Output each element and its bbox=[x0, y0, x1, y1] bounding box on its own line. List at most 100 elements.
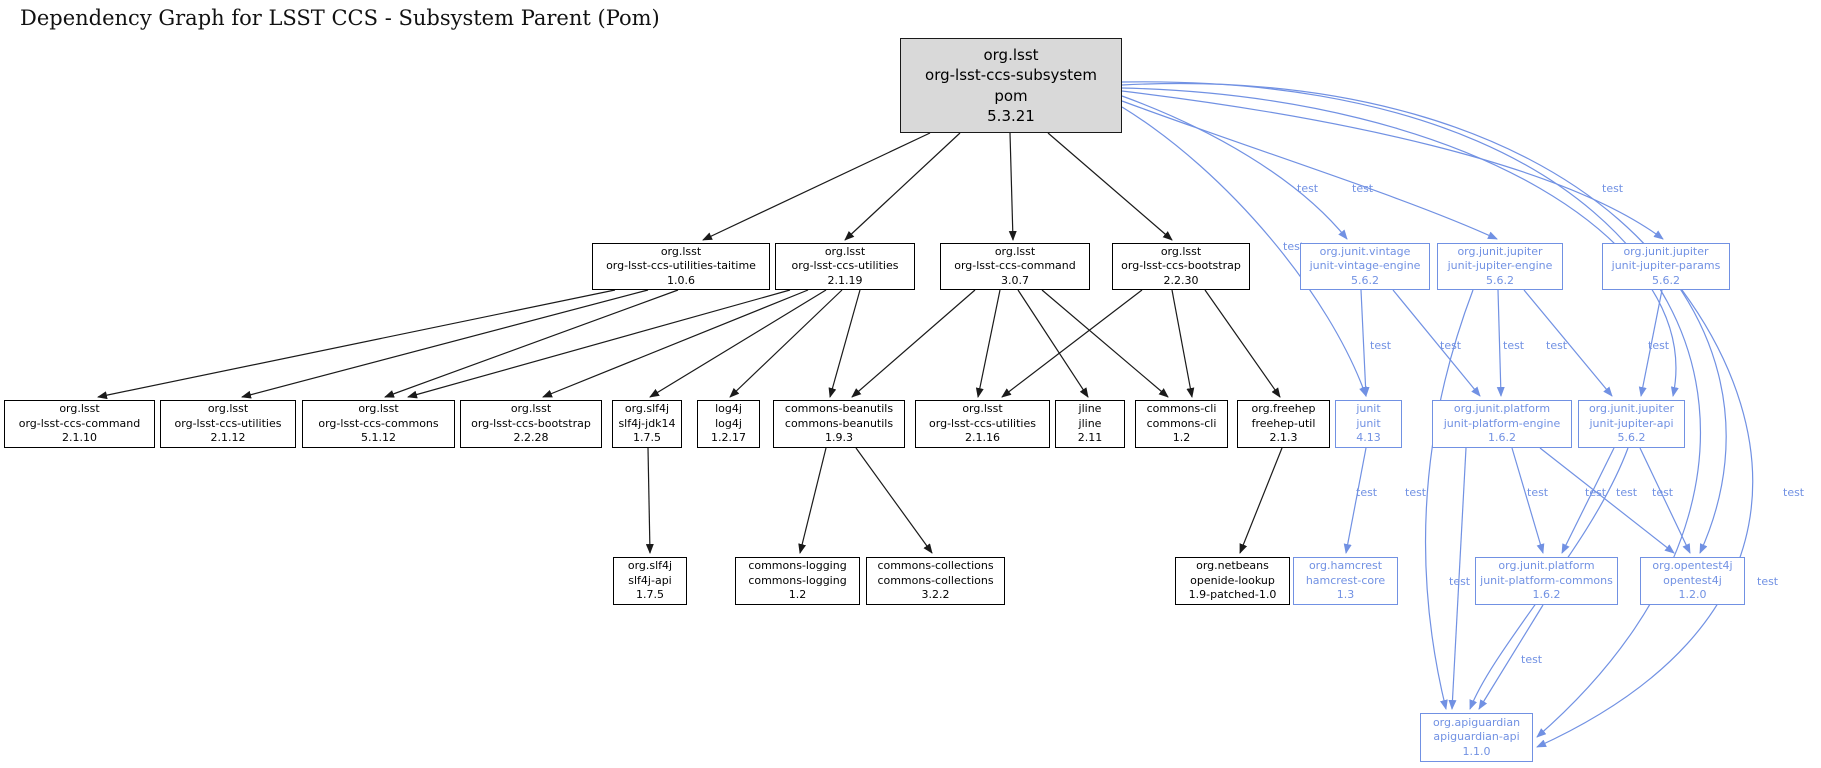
node-line: 1.2.0 bbox=[1678, 588, 1707, 602]
node-line: commons-collections bbox=[877, 573, 994, 587]
node-line: 1.1.0 bbox=[1462, 744, 1491, 758]
edge-label: test bbox=[1616, 486, 1638, 499]
node-line: 5.6.2 bbox=[1652, 273, 1680, 287]
edge-org-lsst-ccs-subsystem-to-org-lsst-ccs-bootstrap-2.2.30 bbox=[1047, 132, 1173, 241]
node-line: hamcrest-core bbox=[1305, 573, 1386, 587]
node-line: org-lsst-ccs-utilities bbox=[929, 416, 1036, 430]
edge-org-lsst-ccs-utilities-2.1.19-to-org-lsst-ccs-commons-5.1.12 bbox=[407, 289, 791, 399]
edge-label: test bbox=[1370, 339, 1392, 352]
node-line: slf4j-jdk14 bbox=[618, 416, 676, 430]
edge-junit-jupiter-api-to-junit-platform-commons bbox=[1561, 447, 1615, 554]
edge-label: test bbox=[1356, 486, 1378, 499]
edge-label: test bbox=[1648, 339, 1670, 352]
node-line: org.freehep bbox=[1251, 402, 1316, 416]
node-line: org.lsst bbox=[660, 244, 702, 258]
node-line: 2.11 bbox=[1077, 431, 1103, 445]
edge-commons-beanutils-to-commons-logging bbox=[798, 447, 827, 554]
node-line: junit bbox=[1356, 402, 1381, 416]
node-line: org-lsst-ccs-commons bbox=[318, 416, 439, 430]
node-line: commons-beanutils bbox=[784, 416, 894, 430]
node-line: opentest4j bbox=[1663, 573, 1722, 587]
edge-label: test bbox=[1440, 339, 1462, 352]
node-line: 1.6.2 bbox=[1488, 431, 1516, 445]
node-line: 2.1.16 bbox=[965, 431, 1000, 445]
node-line: org.junit.jupiter bbox=[1623, 244, 1709, 258]
node-line: pom bbox=[994, 86, 1028, 105]
edge-org-lsst-ccs-command-3.0.7-to-jline bbox=[1017, 289, 1089, 398]
node-line: org.apiguardian bbox=[1432, 715, 1521, 729]
node-line: commons-cli bbox=[1146, 402, 1217, 416]
node-line: 2.1.19 bbox=[827, 273, 863, 287]
node-line: 1.9-patched-1.0 bbox=[1188, 588, 1277, 602]
node-line: 5.6.2 bbox=[1617, 431, 1646, 445]
node-line: org.lsst bbox=[824, 244, 866, 258]
page-title: Dependency Graph for LSST CCS - Subsyste… bbox=[20, 6, 660, 30]
node-line: 3.0.7 bbox=[1001, 273, 1029, 287]
node-line: 5.6.2 bbox=[1351, 273, 1379, 287]
node-line: 1.6.2 bbox=[1532, 588, 1561, 602]
node-line: freehep-util bbox=[1251, 416, 1316, 430]
node-line: junit-vintage-engine bbox=[1309, 259, 1421, 273]
node-line: jline bbox=[1078, 416, 1102, 430]
edge-org-lsst-ccs-command-3.0.7-to-commons-cli bbox=[1041, 289, 1169, 398]
node-line: org.junit.platform bbox=[1498, 559, 1595, 573]
node-line: org-lsst-ccs-command bbox=[954, 259, 1076, 273]
edge-junit-platform-engine-to-junit-platform-commons bbox=[1511, 447, 1545, 554]
node-line: log4j bbox=[715, 416, 742, 430]
node-line: org-lsst-ccs-bootstrap bbox=[471, 416, 591, 430]
edge-org-lsst-ccs-subsystem-to-junit-vintage-engine bbox=[1121, 95, 1348, 240]
node-line: org-lsst-ccs-utilities bbox=[791, 259, 899, 273]
node-line: org.lsst bbox=[510, 402, 552, 416]
edge-org-lsst-ccs-subsystem-to-junit bbox=[1121, 106, 1367, 397]
node-line: log4j bbox=[715, 402, 742, 416]
node-line: org-lsst-ccs-command bbox=[18, 416, 141, 430]
node-line: 5.3.21 bbox=[987, 107, 1035, 125]
edge-org-lsst-ccs-utilities-2.1.19-to-commons-beanutils bbox=[828, 289, 861, 398]
edge-label: test bbox=[1297, 182, 1319, 195]
edge-org-lsst-ccs-utilities-taitime-to-org-lsst-ccs-command-2.1.10 bbox=[97, 289, 616, 400]
node-line: org.lsst bbox=[983, 45, 1039, 64]
node-line: 1.3 bbox=[1336, 588, 1355, 602]
edge-org-lsst-ccs-subsystem-to-junit-jupiter-engine bbox=[1121, 100, 1498, 240]
edge-junit-jupiter-engine-to-apiguardian-api bbox=[1424, 289, 1474, 710]
edge-junit-jupiter-params-to-apiguardian-api bbox=[1536, 289, 1754, 748]
edge-junit-platform-engine-to-opentest4j bbox=[1539, 447, 1675, 554]
edge-junit-jupiter-engine-to-junit-platform-engine bbox=[1496, 289, 1505, 397]
edge-label: test bbox=[1521, 653, 1543, 666]
edge-junit-to-hamcrest-core bbox=[1343, 447, 1367, 554]
edge-org-lsst-ccs-utilities-2.1.19-to-slf4j-jdk14 bbox=[649, 289, 827, 398]
node-line: org-lsst-ccs-subsystem bbox=[925, 66, 1097, 84]
edge-label: test bbox=[1757, 575, 1779, 588]
edge-org-lsst-ccs-subsystem-to-opentest4j bbox=[1121, 83, 1727, 554]
edge-label: test bbox=[1503, 339, 1525, 352]
node-line: 1.2.17 bbox=[711, 431, 746, 445]
node-line: org.junit.jupiter bbox=[1588, 402, 1675, 416]
node-line: 3.2.2 bbox=[921, 588, 950, 602]
edge-label: test bbox=[1449, 575, 1471, 588]
node-line: 2.2.28 bbox=[513, 431, 549, 445]
edge-junit-platform-engine-to-apiguardian-api bbox=[1448, 447, 1467, 710]
node-line: org.lsst bbox=[59, 402, 100, 416]
edge-org-lsst-ccs-command-3.0.7-to-org-lsst-ccs-utilities-2.1.16 bbox=[975, 289, 1001, 398]
node-org-lsst-ccs-subsystem-5.3.21: org.lsst org-lsst-ccs-subsystem pom 5.3.21 bbox=[900, 38, 1122, 133]
node-line: org.junit.vintage bbox=[1319, 244, 1411, 258]
edge-org-lsst-ccs-utilities-2.1.19-to-org-lsst-ccs-bootstrap-2.2.28 bbox=[542, 289, 809, 398]
edge-org-lsst-ccs-subsystem-to-apiguardian-api bbox=[1121, 81, 1702, 738]
edge-label: test bbox=[1783, 486, 1805, 499]
node-line: org.junit.jupiter bbox=[1457, 244, 1543, 258]
